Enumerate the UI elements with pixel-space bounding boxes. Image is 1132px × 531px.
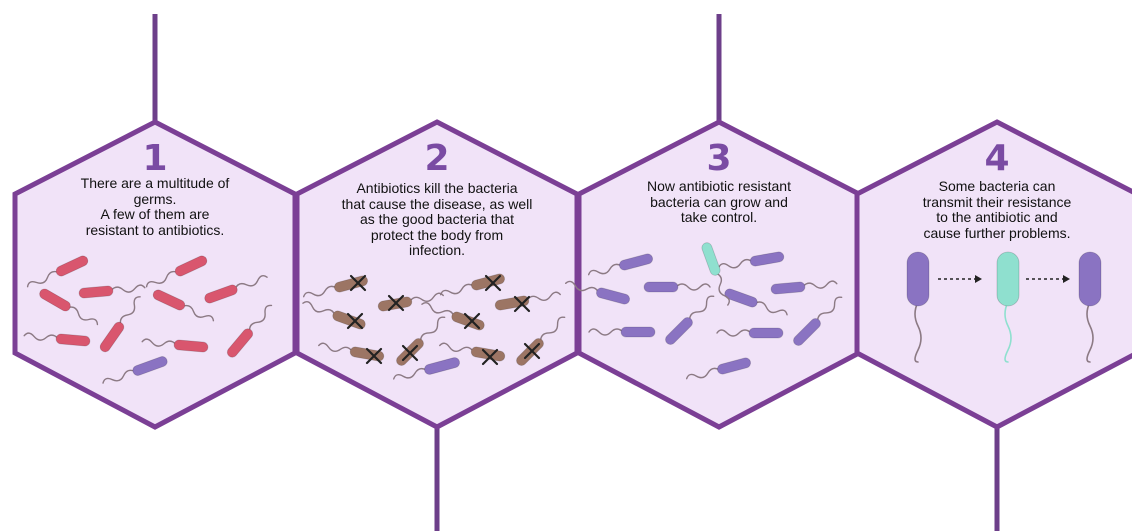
- step-3-text-line: bacteria can grow and: [599, 195, 839, 211]
- step-2-text: Antibiotics kill the bacteria that cause…: [317, 181, 557, 259]
- step-4-text-line: cause further problems.: [877, 226, 1117, 242]
- step-1-text-line: germs.: [35, 192, 275, 208]
- step-1-text: There are a multitude of germs. A few of…: [35, 176, 275, 238]
- step-3-text: Now antibiotic resistant bacteria can gr…: [599, 179, 839, 226]
- step-1-text-line: There are a multitude of: [35, 176, 275, 192]
- step-1-text-line: A few of them are: [35, 207, 275, 223]
- step-4-text: Some bacteria can transmit their resista…: [877, 179, 1117, 241]
- step-3-text-line: take control.: [599, 210, 839, 226]
- step-4-text-line: transmit their resistance: [877, 195, 1117, 211]
- step-2-text-line: Antibiotics kill the bacteria: [317, 181, 557, 197]
- bacterium-body: [997, 252, 1019, 306]
- step-1-number: 1: [95, 141, 215, 177]
- step-1-text-line: resistant to antibiotics.: [35, 223, 275, 239]
- step-3-text-line: Now antibiotic resistant: [599, 179, 839, 195]
- step-2-number: 2: [377, 141, 497, 177]
- step-2-text-line: infection.: [317, 243, 557, 259]
- step-4-number: 4: [937, 141, 1057, 177]
- bacterium-body: [907, 252, 929, 306]
- step-3-number: 3: [659, 141, 779, 177]
- step-2-text-line: as the good bacteria that: [317, 212, 557, 228]
- bacterium-body: [621, 327, 655, 337]
- step-4-text-line: to the antibiotic and: [877, 210, 1117, 226]
- step-2-text-line: protect the body from: [317, 228, 557, 244]
- bacterium-body: [644, 282, 678, 292]
- bacterium-body: [1079, 252, 1101, 306]
- step-2-text-line: that cause the disease, as well: [317, 197, 557, 213]
- step-4-text-line: Some bacteria can: [877, 179, 1117, 195]
- bacterium-body: [749, 328, 783, 338]
